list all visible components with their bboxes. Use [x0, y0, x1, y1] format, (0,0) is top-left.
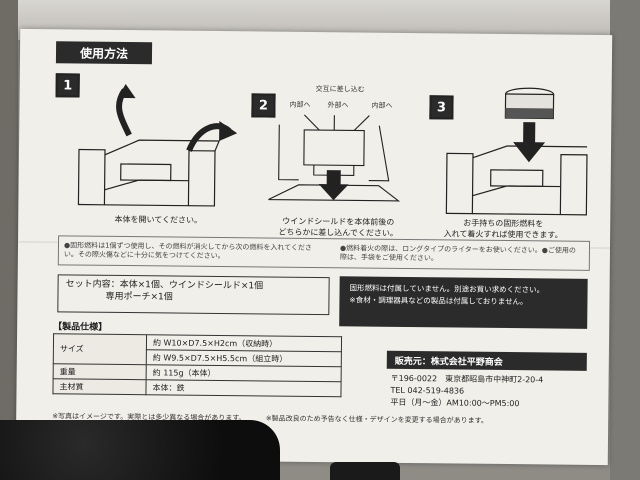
- spec-value: 本体：鉄: [145, 379, 342, 397]
- windshield-insert-illustration: [268, 114, 401, 202]
- table-row: サイズ 約 W10×D7.5×H2cm（収納時）: [53, 333, 342, 365]
- step-2-label-outer: 外部へ: [327, 101, 349, 110]
- spec-table: サイズ 約 W10×D7.5×H2cm（収納時） 約 W9.5×D7.5×H5.…: [52, 333, 342, 397]
- set-contents-line1: セット内容：本体×1個、ウインドシールド×1個: [65, 279, 264, 292]
- background-right: [610, 0, 640, 480]
- step-1-caption: 本体を開いてください。: [114, 214, 203, 225]
- seller-heading: 販売元：株式会社平野商会: [386, 350, 587, 371]
- set-contents-line2: 専用ポーチ×1個: [105, 291, 173, 303]
- footer-right: ※製品改良のため予告なく仕様・デザインを変更する場合があります。: [265, 414, 488, 425]
- note-right: ●燃料着火の際は、ロングタイプのライターをお使いください。●ご使用の際は、手袋を…: [339, 244, 576, 263]
- black-pouch: [0, 420, 280, 480]
- spec-key: 重量: [53, 363, 147, 380]
- black-note-line2: ※食材・調理器具などの製品は付属しておりません。: [349, 295, 528, 307]
- note-left: ●固形燃料は1個ずつ使用し、その燃料が消火してから次の燃料を入れてください。その…: [63, 241, 312, 261]
- section-title: 使用方法: [55, 41, 153, 65]
- spec-key: サイズ: [53, 333, 147, 365]
- stove-open-illustration: [77, 84, 238, 207]
- step-2-label-inner-right: 内部へ: [371, 101, 393, 110]
- fuel-insert-illustration: [445, 87, 588, 216]
- spec-key: 主材質: [52, 378, 147, 395]
- set-contents: セット内容：本体×1個、ウインドシールド×1個 専用ポーチ×1個: [65, 278, 264, 304]
- instruction-sheet: 使用方法 1 本体を開いてください。 2 交互に差し込む 内部へ 外部へ 内部へ: [15, 28, 613, 466]
- black-object: [330, 462, 400, 480]
- table-row: 主材質 本体：鉄: [52, 378, 342, 397]
- spec-heading: 【製品仕様】: [53, 322, 108, 333]
- step-2-label-inner-left: 内部へ: [289, 100, 311, 109]
- fuel-not-included-note: 固形燃料は付属していません。別途お買い求めください。 ※食材・調理器具などの製品…: [339, 276, 588, 329]
- seller-hours: 平日（月〜金）AM10:00〜PM5:00: [390, 397, 520, 409]
- step-2-top-label: 交互に差し込む: [315, 85, 365, 94]
- seller-info: 〒196-0022 東京都昭島市中神町2-20-4 TEL 042-519-48…: [390, 373, 543, 411]
- background-left: [0, 0, 18, 480]
